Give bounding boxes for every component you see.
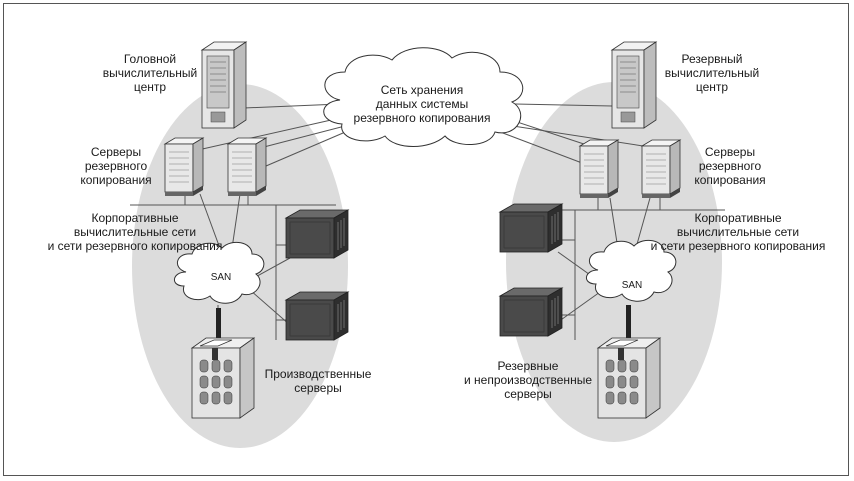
right-disk-storage-icon — [597, 337, 661, 419]
svg-text:Корпоративные: Корпоративные — [694, 211, 781, 225]
left-corp-networks-label: Корпоративные вычислительные сети и сети… — [48, 211, 223, 253]
left-san-cloud — [174, 241, 265, 304]
right-corp-networks-label: Корпоративные вычислительные сети и сети… — [651, 211, 826, 253]
right-reserve-server-2-icon — [499, 287, 563, 337]
svg-text:копирования: копирования — [80, 173, 151, 187]
svg-text:Резервный: Резервный — [682, 52, 743, 66]
svg-text:Головной: Головной — [124, 52, 176, 66]
svg-text:серверы: серверы — [294, 381, 342, 395]
right-backup-servers-label: Серверы резервного копирования — [694, 145, 765, 187]
left-disk-storage-icon — [191, 337, 255, 419]
right-san-cloud — [586, 239, 677, 302]
reserve-site-title: Резервный вычислительный центр — [665, 52, 760, 94]
main-site-rack-icon — [201, 41, 247, 129]
left-backup-server-2-icon — [227, 137, 267, 197]
svg-text:резервного копирования: резервного копирования — [354, 111, 491, 125]
svg-text:вычислительный: вычислительный — [103, 66, 198, 80]
right-storage-cable — [626, 305, 631, 340]
left-production-server-1-icon — [285, 209, 349, 259]
svg-text:и непроизводственные: и непроизводственные — [464, 373, 592, 387]
svg-text:серверы: серверы — [504, 387, 552, 401]
left-backup-server-1-icon — [164, 137, 204, 197]
svg-text:Корпоративные: Корпоративные — [91, 211, 178, 225]
svg-text:Серверы: Серверы — [705, 145, 755, 159]
right-reserve-server-1-icon — [499, 203, 563, 253]
svg-text:вычислительный: вычислительный — [665, 66, 760, 80]
svg-text:Резервные: Резервные — [498, 359, 559, 373]
left-production-server-2-icon — [285, 291, 349, 341]
main-site-title: Головной вычислительный центр — [103, 52, 198, 94]
central-storage-cloud — [323, 47, 524, 147]
left-san-label: SAN — [211, 272, 232, 283]
right-backup-server-2-icon — [641, 139, 681, 199]
svg-text:центр: центр — [696, 80, 729, 94]
reserve-site-rack-icon — [611, 41, 657, 129]
right-backup-server-1-icon — [579, 139, 619, 199]
svg-text:и сети резервного копирования: и сети резервного копирования — [651, 239, 826, 253]
left-storage-cable — [216, 308, 221, 340]
left-backup-servers-label: Серверы резервного копирования — [80, 145, 151, 187]
svg-text:вычислительные сети: вычислительные сети — [677, 225, 799, 239]
svg-text:данных системы: данных системы — [376, 97, 469, 111]
right-san-label: SAN — [622, 280, 643, 291]
svg-text:вычислительные сети: вычислительные сети — [74, 225, 196, 239]
svg-text:резервного: резервного — [85, 159, 148, 173]
svg-text:и сети резервного копирования: и сети резервного копирования — [48, 239, 223, 253]
svg-text:резервного: резервного — [699, 159, 762, 173]
svg-text:Серверы: Серверы — [91, 145, 141, 159]
svg-text:Сеть хранения: Сеть хранения — [381, 83, 464, 97]
production-servers-label: Производственные серверы — [265, 367, 372, 395]
svg-text:центр: центр — [134, 80, 167, 94]
svg-text:Производственные: Производственные — [265, 367, 372, 381]
svg-text:копирования: копирования — [694, 173, 765, 187]
reserve-servers-label: Резервные и непроизводственные серверы — [464, 359, 592, 401]
central-cloud-label: Сеть хранения данных системы резервного … — [354, 83, 491, 125]
